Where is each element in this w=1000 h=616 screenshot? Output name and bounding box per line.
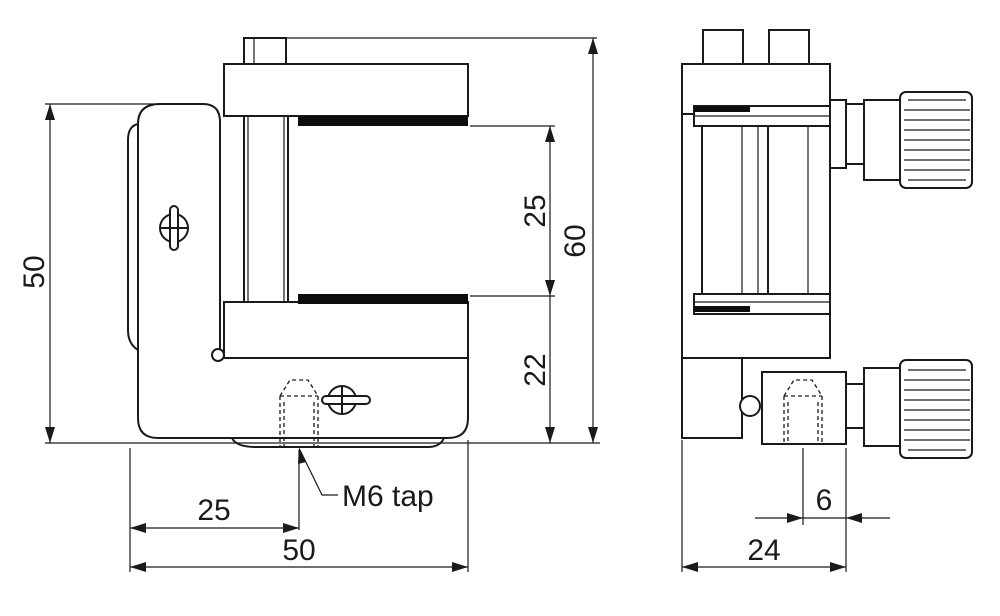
side-tap-hidden bbox=[783, 379, 823, 444]
rod-top-stub bbox=[243, 37, 287, 65]
dim-bottom-to-lower-jaw: 22 bbox=[519, 353, 552, 386]
bottom-lock-screw bbox=[321, 385, 371, 415]
guide-rod bbox=[243, 115, 289, 303]
dim-clamp-gap: 25 bbox=[519, 194, 552, 227]
dim-front-height-total: 50 bbox=[18, 255, 51, 288]
dim-side-width: 24 bbox=[747, 534, 780, 567]
dim-side-tap-offset: 6 bbox=[816, 484, 833, 517]
tap-label: M6 tap bbox=[342, 480, 434, 513]
tap-leader bbox=[299, 449, 338, 496]
lower-pad bbox=[298, 294, 468, 304]
side-top-stub-right bbox=[768, 29, 810, 65]
lower-knob bbox=[845, 359, 973, 459]
side-lock-screw bbox=[159, 205, 189, 251]
front-view: 50 25 22 60 25 50 M6 tap bbox=[18, 37, 600, 572]
side-lower-block bbox=[761, 371, 847, 445]
dim-center-offset: 25 bbox=[197, 494, 230, 527]
corner-relief bbox=[211, 348, 225, 362]
l-bracket bbox=[137, 103, 469, 439]
dim-overall-height: 60 bbox=[559, 224, 592, 257]
bracket-back-edge bbox=[127, 123, 139, 351]
upper-pad bbox=[298, 116, 468, 126]
side-base bbox=[681, 357, 743, 439]
upper-knob bbox=[829, 91, 973, 189]
lower-jaw bbox=[223, 301, 469, 359]
m6-tap-hidden bbox=[279, 379, 319, 446]
upper-jaw bbox=[223, 63, 469, 117]
side-top-stub-left bbox=[702, 29, 744, 65]
dim-front-width: 50 bbox=[282, 534, 315, 567]
side-view: 6 24 bbox=[681, 29, 973, 572]
